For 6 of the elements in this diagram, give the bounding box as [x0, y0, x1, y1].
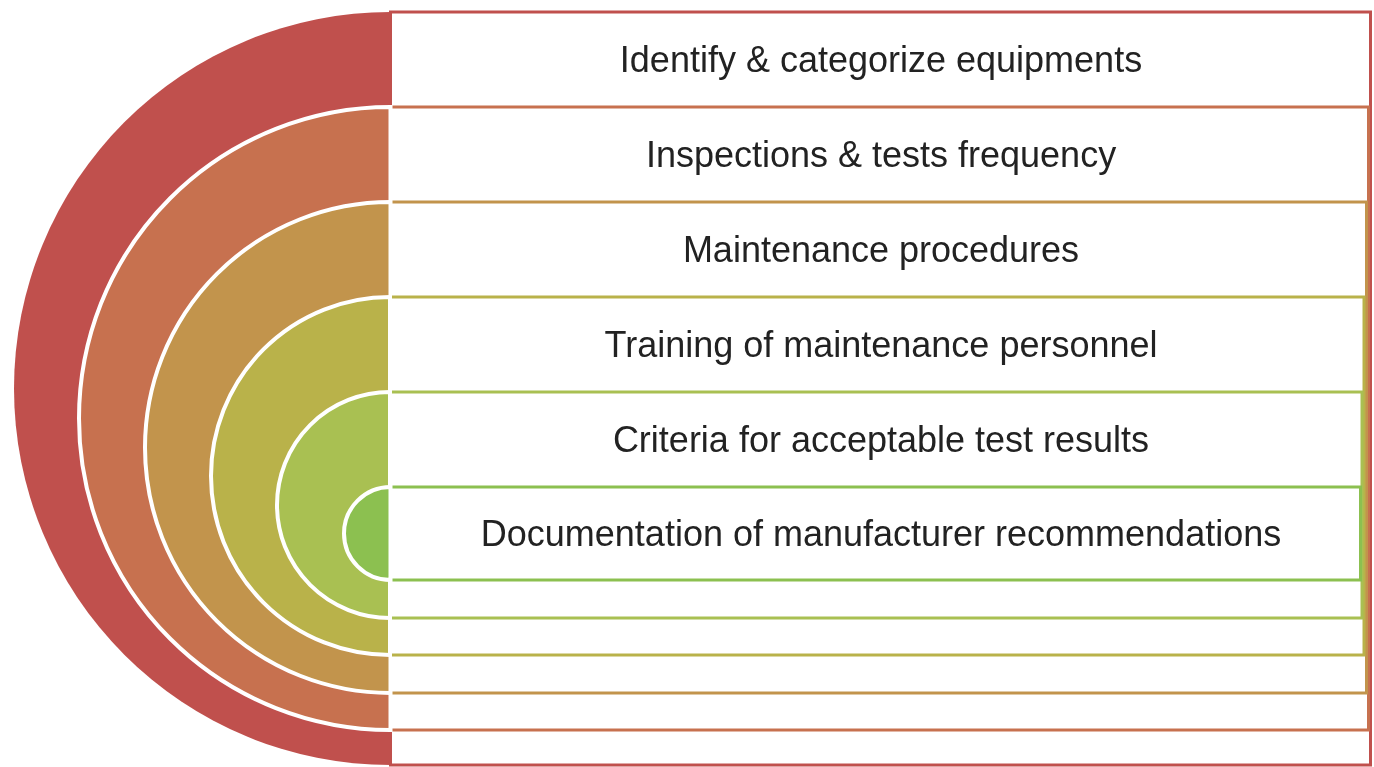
band-label: Inspections & tests frequency: [645, 134, 1117, 175]
band-label: Identify & categorize equipments: [619, 39, 1143, 80]
band-label: Documentation of manufacturer recommendations: [480, 513, 1282, 554]
band-label: Criteria for acceptable test results: [612, 419, 1150, 460]
band-label: Maintenance procedures: [682, 229, 1080, 270]
band-label: Training of maintenance personnel: [604, 324, 1158, 365]
